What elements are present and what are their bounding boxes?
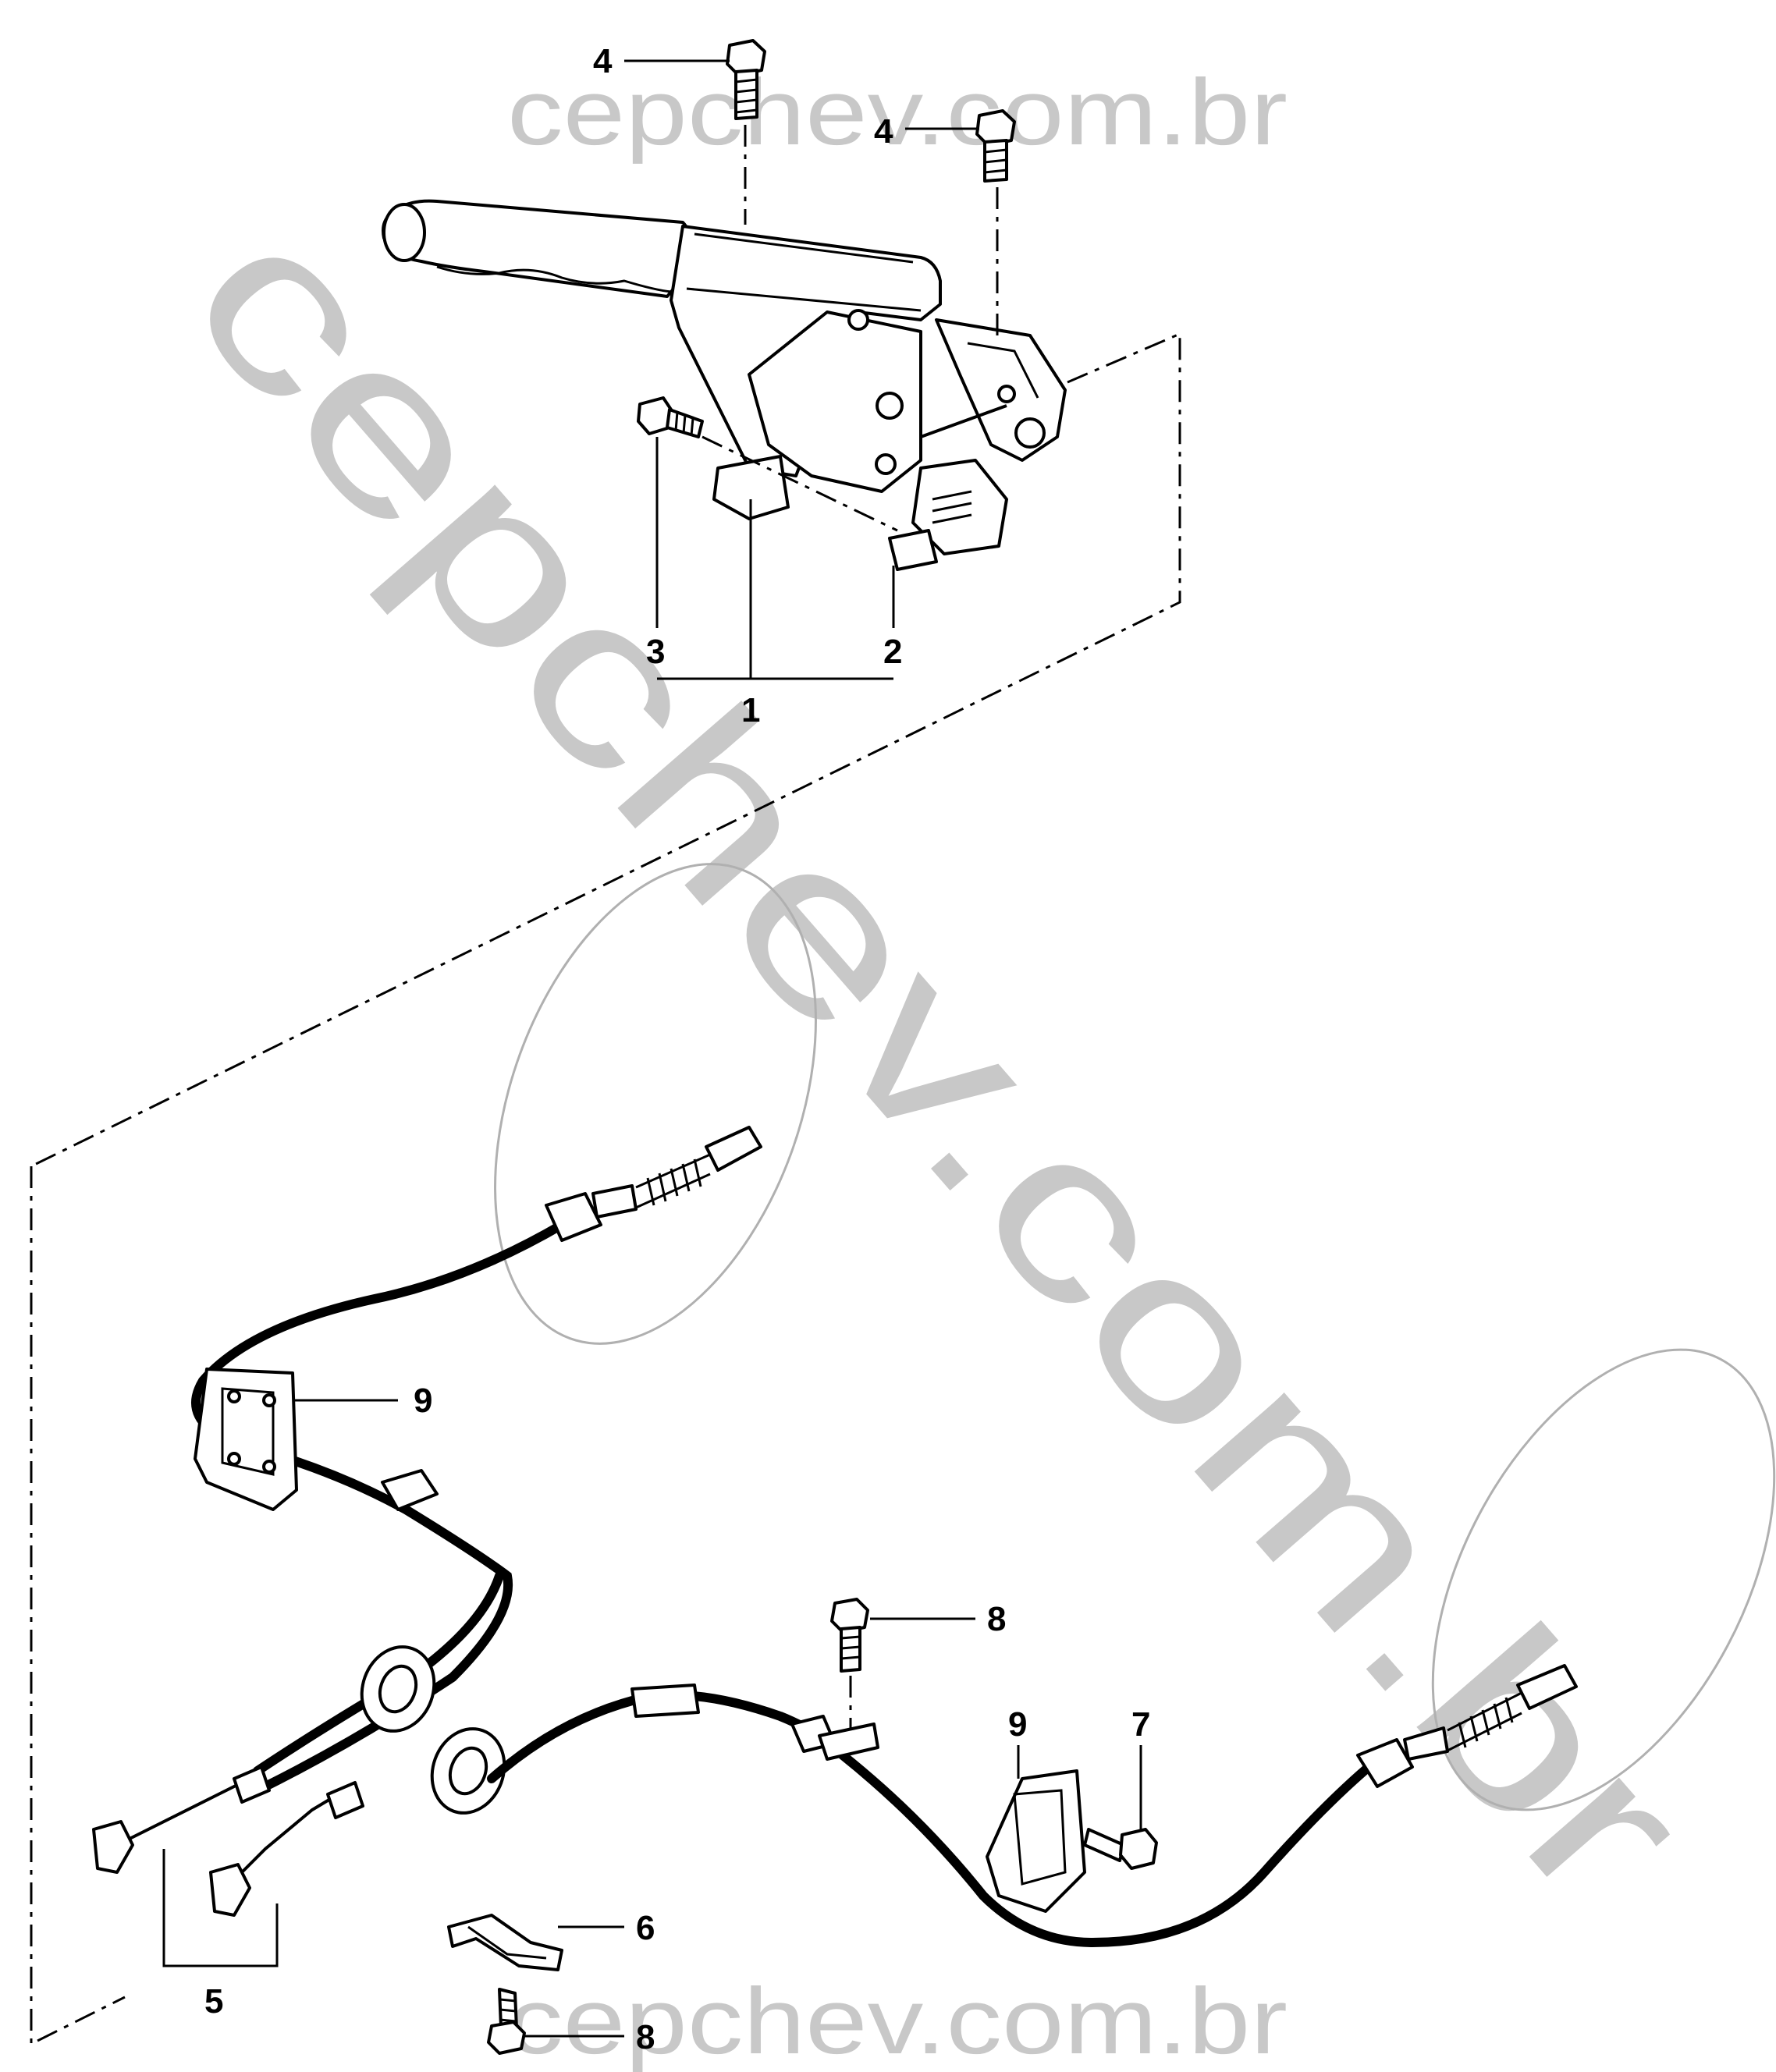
callout-8-middle: 8 [987,1600,1006,1638]
callout-6: 6 [636,1909,655,1947]
callout-4-top-left: 4 [593,42,613,80]
bolt-right [1083,1828,1158,1870]
watermark-bottom: cepchev.com.br [507,1969,1288,2072]
hand-brake-lever [382,199,1067,571]
callout-2: 2 [883,633,902,671]
leader-1 [657,499,893,680]
cable-assembly [92,1126,1578,1948]
bolt-top-left [726,39,766,120]
boundary-dash-line-top [30,332,1181,1168]
boundary-dash-line-left [30,1166,126,2046]
clip [447,1914,563,1971]
callout-3: 3 [646,633,665,671]
bolt-top-right [975,109,1016,183]
highlight-ellipse-upper [494,863,817,1345]
callout-1: 1 [741,691,760,729]
bolt-bottom [487,1988,526,2055]
leader-5 [162,1849,279,1967]
callout-8-bottom: 8 [636,2018,655,2056]
callout-9-right: 9 [1008,1705,1027,1744]
highlight-ellipse-lower [1431,1348,1776,1811]
bolt-middle [830,1598,869,1673]
callout-9-left: 9 [414,1382,432,1420]
callout-4-top-right: 4 [874,112,893,151]
callout-7: 7 [1131,1705,1150,1744]
watermark-top: cepchev.com.br [507,60,1288,165]
lever-bolt [637,396,704,438]
callout-5: 5 [204,1982,223,2021]
bolt-axis-lever [702,435,898,532]
